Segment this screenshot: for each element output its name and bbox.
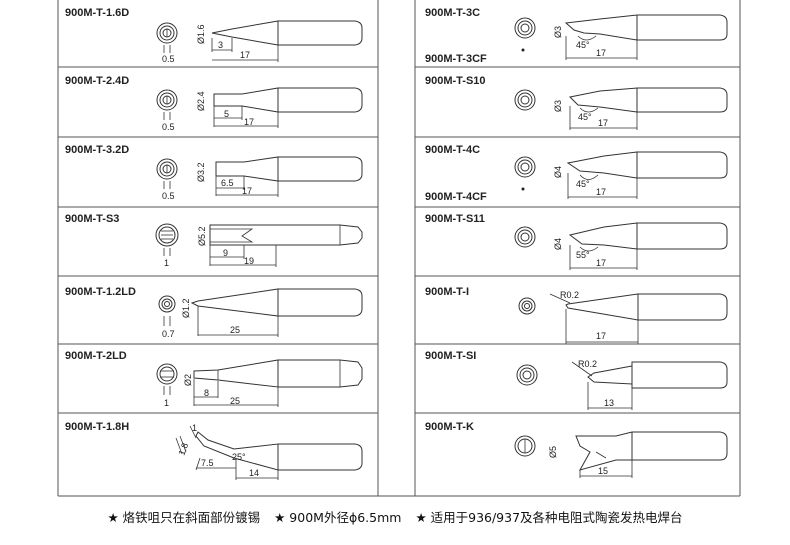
dia-label: Ø4 bbox=[553, 238, 563, 250]
angle-label: 45° bbox=[578, 112, 592, 122]
tip-name: 900M-T-I bbox=[425, 286, 469, 298]
dia-label: Ø1.6 bbox=[196, 24, 206, 44]
section-label: 0.5 bbox=[162, 191, 175, 201]
radius-label: R0.2 bbox=[578, 359, 597, 369]
dim-a: 17 bbox=[596, 48, 606, 58]
dim-a: 15 bbox=[598, 466, 608, 476]
tip-name: 900M-T-2.4D bbox=[65, 75, 129, 87]
tip-name: 900M-T-3.2D bbox=[65, 144, 129, 156]
tip-si: 900M-T-SI R0.2 13 bbox=[425, 350, 728, 410]
dim-a: 5 bbox=[224, 109, 229, 119]
tip-name: 900M-T-S3 bbox=[65, 213, 119, 225]
tip-name: 900M-T-K bbox=[425, 421, 474, 433]
tip-1-2ld: 900M-T-1.2LD 0.7 Ø1.2 25 bbox=[65, 286, 363, 339]
tip-4c: 900M-T-4C 900M-T-4CF Ø4 45° 17 bbox=[425, 144, 728, 203]
tip-k: 900M-T-K Ø5 15 bbox=[425, 421, 728, 478]
dia-label: Ø1.2 bbox=[181, 298, 191, 318]
tip-name: 900M-T-1.8H bbox=[65, 421, 129, 433]
dim-a: 3 bbox=[218, 40, 223, 50]
radius-label: R0.2 bbox=[560, 290, 579, 300]
angle-label: 45° bbox=[576, 179, 590, 189]
dim-a: 17 bbox=[596, 258, 606, 268]
dim-b: 17 bbox=[242, 186, 252, 196]
dia-label: Ø5.2 bbox=[197, 226, 207, 246]
dim-b: 25 bbox=[230, 396, 240, 406]
tip-name: 900M-T-S10 bbox=[425, 75, 486, 87]
dim-b: 17 bbox=[240, 50, 250, 60]
dim-a: 6.5 bbox=[221, 178, 234, 188]
dim-angle: 25° bbox=[232, 452, 246, 462]
dia-label: 1 bbox=[192, 423, 197, 433]
dia-label: Ø2.4 bbox=[196, 91, 206, 111]
dim-a: 17 bbox=[598, 118, 608, 128]
footer-notes: ★ 烙铁咀只在斜面部份镀锡 ★ 900M外径ϕ6.5mm ★ 适用于936/93… bbox=[0, 501, 790, 531]
tip-3-2d: 900M-T-3.2D 0.5 Ø3.2 6.5 17 bbox=[65, 144, 363, 201]
tip-name: 900M-T-1.2LD bbox=[65, 286, 136, 298]
tip-1-8h: 900M-T-1.8H 1.8 1 7.5 25° 14 bbox=[65, 421, 363, 480]
dim-a: 13 bbox=[604, 398, 614, 408]
tip-s10: 900M-T-S10 Ø3 45° 17 bbox=[425, 75, 728, 130]
tip-2ld: 900M-T-2LD 1 Ø2 8 25 bbox=[65, 350, 363, 408]
dia-label: Ø3 bbox=[553, 100, 563, 112]
tip-3c: 900M-T-3C 900M-T-3CF Ø3 45° 17 bbox=[425, 7, 728, 65]
tip-1-6d: 900M-T-1.6D 0.5 Ø1.6 3 17 bbox=[65, 7, 363, 64]
dim-b: 17 bbox=[244, 117, 254, 127]
tip-name: 900M-T-3C bbox=[425, 7, 480, 19]
tip-s3: 900M-T-S3 1 Ø5.2 9 19 bbox=[65, 213, 363, 268]
tip-i: 900M-T-I R0.2 17 bbox=[425, 286, 728, 344]
tip-name: 900M-T-SI bbox=[425, 350, 476, 362]
tip-s11: 900M-T-S11 Ø4 55° 17 bbox=[425, 213, 728, 270]
dim-a: 8 bbox=[204, 388, 209, 398]
tip-2-4d: 900M-T-2.4D 0.5 Ø2.4 5 17 bbox=[65, 75, 363, 132]
note-plating: ★ 烙铁咀只在斜面部份镀锡 bbox=[107, 509, 261, 525]
tip-name-2: 900M-T-3CF bbox=[425, 53, 487, 65]
tip-name: 900M-T-1.6D bbox=[65, 7, 129, 19]
tip-name: 900M-T-S11 bbox=[425, 213, 485, 225]
section-label: 0.7 bbox=[162, 329, 175, 339]
section-label: 0.5 bbox=[162, 122, 175, 132]
dia-label: Ø5 bbox=[548, 446, 558, 458]
dim-a: 7.5 bbox=[201, 458, 214, 468]
dia-label: Ø4 bbox=[553, 166, 563, 178]
angle-label: 55° bbox=[576, 250, 590, 260]
section-label: 0.5 bbox=[162, 54, 175, 64]
dim-a: 25 bbox=[230, 325, 240, 335]
section-label: 1 bbox=[164, 258, 169, 268]
section-label: 1.8 bbox=[176, 442, 190, 457]
angle-label: 45° bbox=[576, 40, 590, 50]
note-compatibility: ★ 适用于936/937及各种电阻式陶瓷发热电焊台 bbox=[415, 509, 683, 525]
note-diameter: ★ 900M外径ϕ6.5mm bbox=[274, 509, 402, 525]
dim-a: 9 bbox=[223, 248, 228, 258]
dim-b: 19 bbox=[244, 256, 254, 266]
dia-label: Ø3 bbox=[553, 26, 563, 38]
dim-b: 14 bbox=[249, 468, 259, 478]
section-label: 1 bbox=[164, 398, 169, 408]
tip-name: 900M-T-2LD bbox=[65, 350, 127, 362]
tip-name-2: 900M-T-4CF bbox=[425, 191, 487, 203]
dia-label: Ø2 bbox=[183, 374, 193, 386]
dim-a: 17 bbox=[596, 331, 606, 341]
dia-label: Ø3.2 bbox=[196, 162, 206, 182]
dim-a: 17 bbox=[596, 187, 606, 197]
tip-name: 900M-T-4C bbox=[425, 144, 480, 156]
